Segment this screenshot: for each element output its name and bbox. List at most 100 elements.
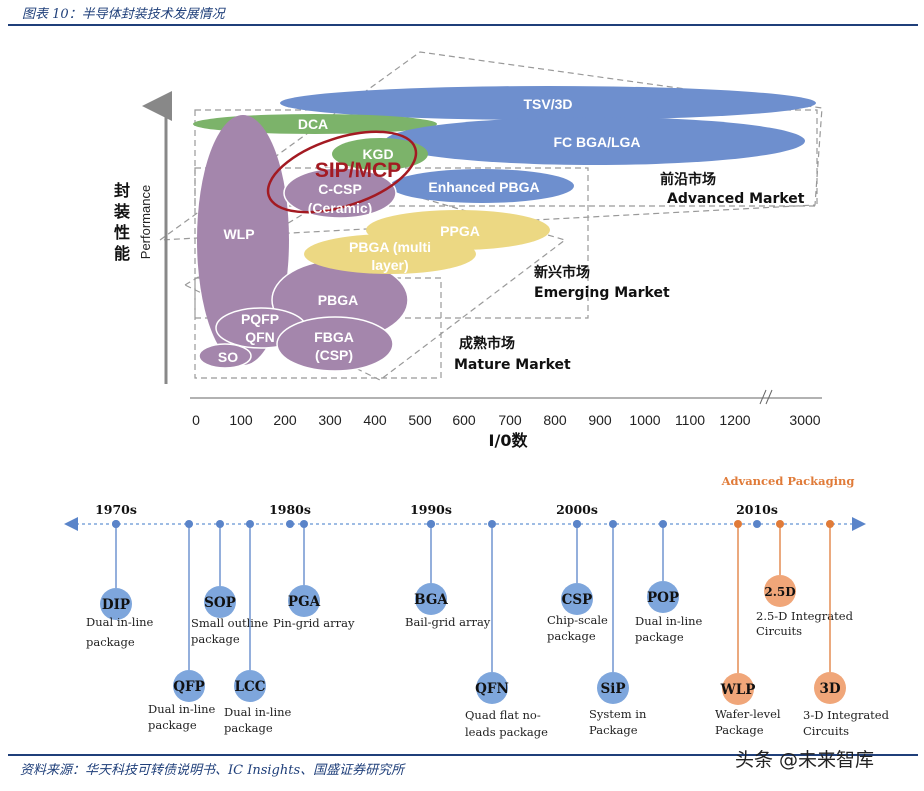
decade-label: 1980s (269, 502, 311, 517)
decade-dot (753, 520, 761, 528)
timeline-dot (776, 520, 784, 528)
event-abbr: LCC (235, 679, 266, 695)
event-description: package (224, 721, 273, 735)
label-sip-mcp: SIP/MCP (315, 159, 401, 182)
x-tick-label: 1000 (629, 412, 660, 428)
event-bubble (722, 673, 754, 705)
decade-label: 1970s (95, 502, 137, 517)
market-advanced-en: Advanced Market (667, 191, 805, 207)
event-bubble (647, 581, 679, 613)
figure-title: 图表 10：半导体封装技术发展情况 (22, 7, 225, 22)
event-description: Wafer-level (715, 707, 781, 721)
event-description: leads package (465, 725, 548, 739)
x-tick-label: 3000 (789, 412, 820, 428)
decade-label: 2010s (736, 502, 778, 517)
event-description: Small outline (191, 616, 268, 630)
event-description: Pin-grid array (273, 616, 355, 630)
timeline-dot (609, 520, 617, 528)
event-description: Circuits (803, 724, 849, 738)
event-description: package (86, 635, 135, 649)
emerging-market-box (194, 167, 589, 319)
event-abbr: SOP (204, 595, 236, 611)
timeline-dot (488, 520, 496, 528)
x-tick-label: 700 (498, 412, 522, 428)
timeline-event-pga: PGA Pin-grid array (273, 520, 355, 630)
label-enhanced-pbga: Enhanced PBGA (428, 179, 539, 195)
event-abbr: QFP (173, 679, 205, 695)
label-kgd: KGD (362, 146, 393, 162)
x-tick-label: 0 (192, 412, 200, 428)
event-bubble (476, 672, 508, 704)
header-rule (8, 24, 918, 26)
event-description: Dual in-line (148, 702, 216, 716)
label-pbga-multi-1: PBGA (multi (349, 239, 431, 255)
timeline-dot (185, 520, 193, 528)
market-mature-cn: 成熟市场 (459, 335, 515, 352)
event-description: Package (589, 723, 638, 737)
event-bubble (415, 583, 447, 615)
event-bubble (597, 672, 629, 704)
y-axis-title-char: 封 (114, 181, 130, 200)
timeline-event-pop: POP Dual in-line package (635, 520, 703, 644)
timeline-dot (826, 520, 834, 528)
label-qfn: QFN (245, 329, 275, 345)
event-description: 3-D Integrated (803, 708, 890, 722)
x-tick-label: 500 (408, 412, 432, 428)
event-bubble (234, 670, 266, 702)
event-bubble (288, 585, 320, 617)
bubble-kgd (332, 138, 428, 170)
label-fcbga: FC BGA/LGA (553, 134, 640, 150)
market-advanced-cn: 前沿市场 (660, 171, 716, 188)
event-bubble (561, 583, 593, 615)
event-abbr: SiP (600, 681, 625, 697)
bubble-so (198, 343, 252, 369)
event-abbr: WLP (720, 682, 756, 698)
event-abbr: PGA (288, 594, 321, 610)
event-description: Package (715, 723, 764, 737)
x-tick-label: 1100 (675, 412, 705, 428)
bubble-enhanced-pbga (390, 169, 574, 203)
event-description: 2.5-D Integrated (756, 609, 854, 623)
timeline-dot (300, 520, 308, 528)
timeline-dot (216, 520, 224, 528)
event-bubble (173, 670, 205, 702)
label-tsv3d: TSV/3D (523, 96, 572, 112)
decade-dot (286, 520, 294, 528)
event-bubble (100, 588, 132, 620)
event-description: package (547, 629, 596, 643)
x-tick-label: 300 (318, 412, 342, 428)
event-description: System in (589, 707, 647, 721)
event-abbr: 2.5D (764, 585, 795, 599)
label-wlp: WLP (223, 226, 254, 242)
decade-label: 2000s (556, 502, 598, 517)
event-description: Bail-grid array (405, 615, 491, 629)
event-description: package (148, 718, 197, 732)
event-abbr: 3D (819, 681, 840, 697)
event-bubble (764, 575, 796, 607)
event-bubble (814, 672, 846, 704)
bubble-ccsp (283, 167, 397, 219)
bubble-tsv3d (280, 86, 816, 120)
bubble-fbga (276, 316, 394, 372)
event-description: Dual in-line (635, 614, 703, 628)
label-ppga: PPGA (440, 223, 480, 239)
watermark: 头条 @未来智库 (735, 749, 875, 771)
label-pbga: PBGA (318, 292, 358, 308)
x-tick-label: 900 (588, 412, 612, 428)
timeline-dot (112, 520, 120, 528)
timeline-event-sip: SiP System in Package (589, 520, 647, 737)
x-tick-label: 800 (543, 412, 567, 428)
source-note: 资料来源：华天科技可转债说明书、IC Insights、国盛证券研究所 (20, 763, 405, 778)
axis-break (759, 389, 773, 405)
event-abbr: POP (647, 590, 679, 606)
event-description: package (635, 630, 684, 644)
event-abbr: BGA (414, 592, 448, 608)
x-axis-title: I/0数 (489, 431, 529, 450)
bubble-pbga-multi (304, 234, 476, 274)
